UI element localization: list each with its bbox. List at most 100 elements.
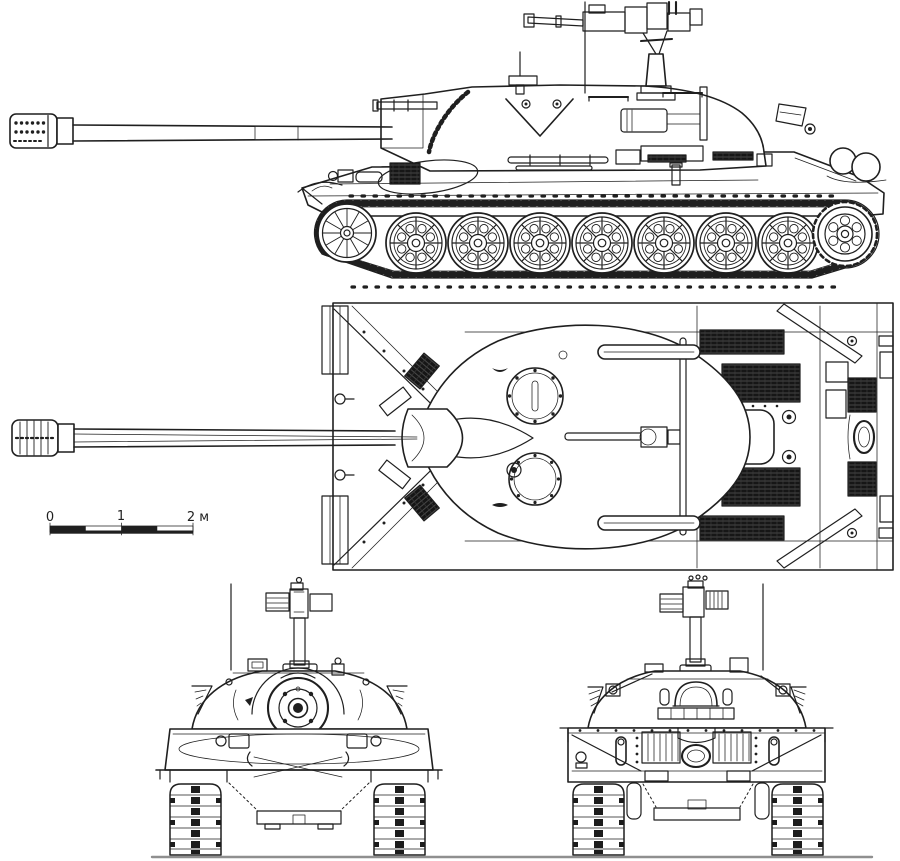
tow-hook [246, 751, 350, 767]
headlight-icon [370, 735, 382, 747]
road-wheel-6 [695, 212, 757, 274]
stowed-beam [776, 303, 863, 364]
tool-bundle [355, 171, 383, 183]
bow-plate-curve [178, 733, 420, 765]
front-fender-box [321, 305, 349, 375]
fender-oval-stowage [377, 159, 479, 195]
intake-grille [712, 151, 754, 161]
road-wheel-5 [633, 212, 695, 274]
side-turret [372, 1, 816, 172]
road-wheel-2 [447, 212, 509, 274]
gun-barrel-side [72, 124, 393, 142]
lifting-hook [386, 685, 408, 715]
front-mudguard [297, 181, 343, 193]
road-wheel-3 [509, 212, 571, 274]
aa-mg-receiver [682, 586, 705, 618]
stowage-rack [657, 707, 735, 720]
muzzle-brake-side [9, 113, 58, 149]
aa-mg-receiver [289, 588, 309, 619]
tow-hook [615, 736, 627, 766]
tow-hook [768, 736, 780, 766]
top-view [10, 302, 894, 571]
lifting-hook [790, 686, 807, 714]
road-wheel-7 [757, 212, 819, 274]
stowage-box [615, 149, 641, 165]
front-hull [155, 728, 443, 830]
side-view [9, 0, 887, 289]
stowage-box [389, 162, 421, 185]
gun-mantlet-front [251, 667, 345, 757]
side-aa-machine-gun [523, 0, 703, 101]
rear-hatch [674, 681, 718, 707]
side-fender-stowage [355, 145, 887, 195]
periscope-housing [644, 663, 664, 673]
rear-grille [641, 731, 681, 764]
exhaust-pipe [671, 164, 681, 186]
top-turret [416, 324, 751, 550]
searchlight-bracket [699, 86, 708, 141]
aa-mg-ammo-box [265, 592, 290, 612]
searchlight [620, 108, 668, 133]
tow-cables [253, 756, 343, 778]
aa-mg-flash-hider [705, 590, 729, 610]
lifting-hook [587, 686, 604, 714]
periscope-housing [247, 658, 268, 672]
mantlet-shroud [251, 667, 345, 715]
rangefinder-head [378, 386, 412, 417]
lifting-eye [492, 368, 508, 372]
periscope-icon [552, 99, 562, 109]
headlight-icon [215, 735, 227, 747]
engine-grille [699, 329, 785, 355]
shock-absorber [626, 782, 642, 820]
louvre-grille [404, 484, 440, 522]
scale-label-2m: 2 м [187, 510, 209, 525]
front-view [155, 576, 443, 856]
rear-hull [559, 727, 834, 821]
lower-rear-plate [653, 807, 741, 821]
headlight-guard [228, 733, 250, 749]
stowed-beam [776, 508, 863, 569]
fuel-drum [851, 152, 881, 182]
periscope-head [508, 75, 538, 86]
tow-hitch [680, 743, 712, 769]
gun-bore [287, 697, 309, 719]
aa-mg-top [564, 432, 644, 441]
lifting-eye [492, 503, 508, 507]
road-wheel-4 [571, 212, 633, 274]
top-main-gun [10, 386, 464, 490]
gun-cleaning-rods [507, 156, 609, 164]
lower-glacis-plate [256, 810, 342, 825]
louvre-grille [404, 352, 440, 390]
shock-absorber [754, 782, 770, 820]
roof-splash-guard [505, 98, 574, 137]
stowage-box [729, 657, 749, 673]
rangefinder-arm [376, 101, 438, 110]
aa-mg-sight-box [309, 593, 333, 612]
aa-mg-pedestal [293, 617, 306, 666]
turret-rear-bracket [775, 103, 807, 127]
side-main-gun [9, 113, 393, 149]
rangefinder-head [378, 459, 412, 490]
radiator-grille [847, 377, 877, 413]
convoy-light [575, 751, 587, 763]
tow-chain [426, 89, 471, 155]
headlight-bracket [337, 169, 354, 183]
rear-turret [587, 657, 807, 729]
hatch-loader [508, 452, 562, 506]
headlight-guard [346, 733, 368, 749]
gun-mantlet-top [401, 408, 464, 468]
hatch-commander [506, 367, 564, 425]
periscope-icon [521, 99, 531, 109]
gun-barrel-top [73, 428, 396, 448]
road-wheel-1 [385, 212, 447, 274]
drive-sprocket [811, 200, 879, 268]
scale-label-1: 1 [117, 509, 125, 524]
periscope-icon [506, 462, 522, 478]
rear-view [559, 574, 834, 856]
front-track-left [169, 783, 222, 856]
rear-track-right [771, 783, 824, 856]
rear-track-left [572, 783, 625, 856]
front-track-right [373, 783, 426, 856]
